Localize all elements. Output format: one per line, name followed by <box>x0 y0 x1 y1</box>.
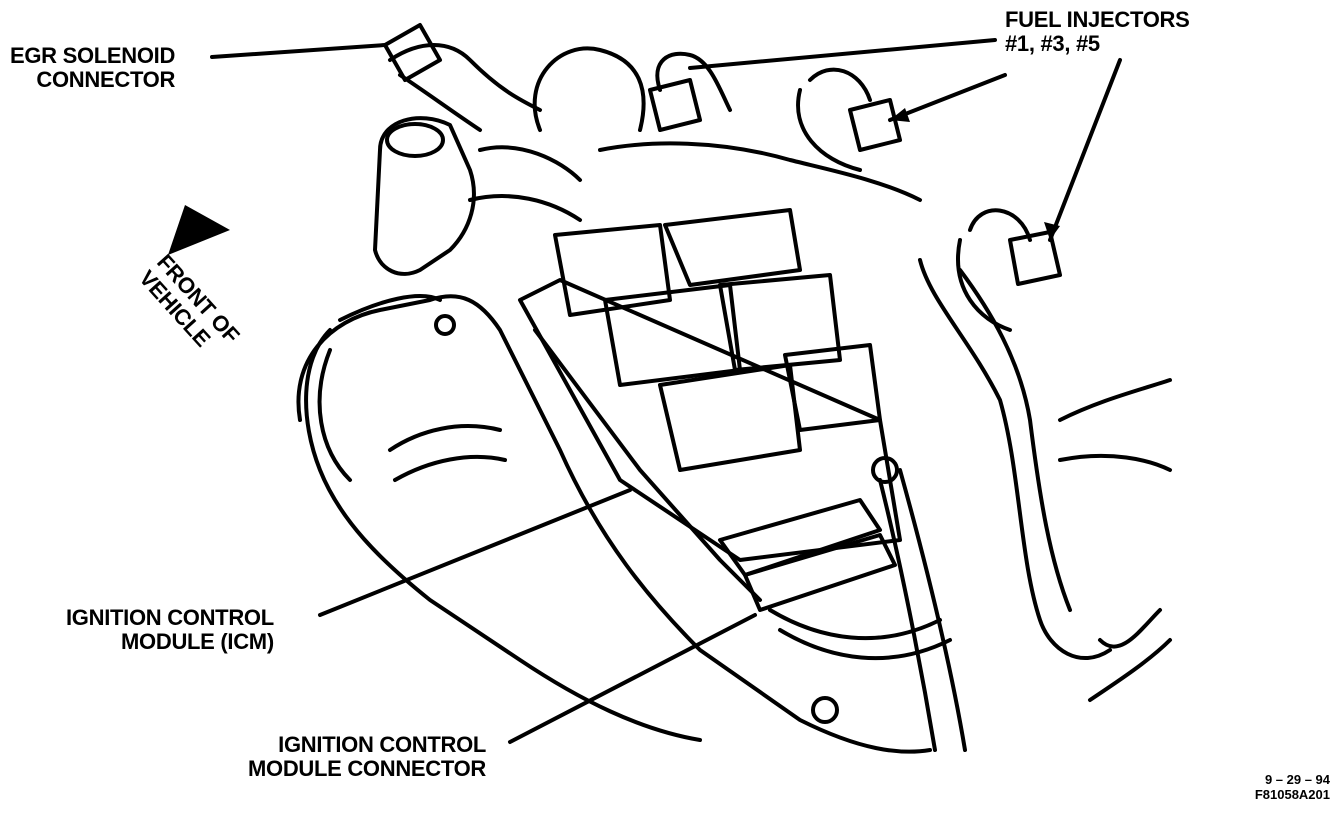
injector-loop-5 <box>956 208 1032 332</box>
coil-1 <box>553 223 672 317</box>
module-connector <box>718 498 882 577</box>
egr-solenoid-body <box>373 116 476 276</box>
right-engine-outline <box>1058 378 1172 472</box>
coil-2 <box>603 283 742 387</box>
bolt-2 <box>811 696 839 724</box>
fuel-leader-c <box>1048 58 1122 242</box>
bolt-3 <box>434 314 456 336</box>
fuel-leader-b <box>888 73 1007 122</box>
coil-3 <box>663 208 802 287</box>
fuel-arrowhead-b <box>890 108 910 122</box>
injector-connector-3 <box>848 98 902 152</box>
front-arrow-icon <box>168 205 230 255</box>
egr-leader <box>210 43 387 59</box>
injector-connector-1 <box>648 78 702 132</box>
corrugated-harness <box>918 258 1112 661</box>
upper-hose <box>532 46 646 132</box>
injector-loop-1 <box>655 51 732 112</box>
icm-connector-label: IGNITION CONTROL MODULE CONNECTOR <box>248 732 487 781</box>
module-harness <box>768 608 952 661</box>
figure-reference: 9 – 29 – 94 F81058A201 <box>1255 772 1330 802</box>
coil-5 <box>658 363 802 472</box>
corrugated-harness-2 <box>958 268 1072 612</box>
egr-wires <box>388 43 542 132</box>
coil-6 <box>783 343 882 432</box>
icm-connector-leader <box>508 613 757 744</box>
module-connector-2 <box>743 533 897 612</box>
intake-manifold-outline <box>304 328 702 742</box>
icm-label: IGNITION CONTROL MODULE (ICM) <box>66 605 274 654</box>
right-harness-lower <box>1088 608 1172 702</box>
upper-hose-2 <box>468 145 582 222</box>
fuel-leader-a <box>688 38 997 70</box>
bolt-1 <box>871 456 899 484</box>
fuel-arrowhead-c <box>1044 222 1060 240</box>
pipe-left-lower <box>388 424 507 482</box>
egr-solenoid-connector-label: EGR SOLENOID CONNECTOR <box>10 43 176 92</box>
engine-block-outline <box>296 294 932 754</box>
figure-code: F81058A201 <box>1254 787 1330 802</box>
ignition-module-edge <box>533 328 762 602</box>
fuel-injectors-label: FUEL INJECTORS #1, #3, #5 <box>1005 7 1190 56</box>
pipe-left <box>317 294 442 482</box>
figure-date: 9 – 29 – 94 <box>1264 772 1330 787</box>
harness-main <box>598 141 922 202</box>
icm-leader <box>318 488 632 617</box>
injector-connector-5 <box>1008 230 1062 286</box>
coil-4 <box>718 273 842 372</box>
egr-solenoid-top <box>385 122 445 158</box>
egr-connector <box>383 23 442 82</box>
injector-loop-3 <box>796 67 872 172</box>
ignition-module-base <box>518 278 902 562</box>
vertical-wires <box>878 468 967 752</box>
